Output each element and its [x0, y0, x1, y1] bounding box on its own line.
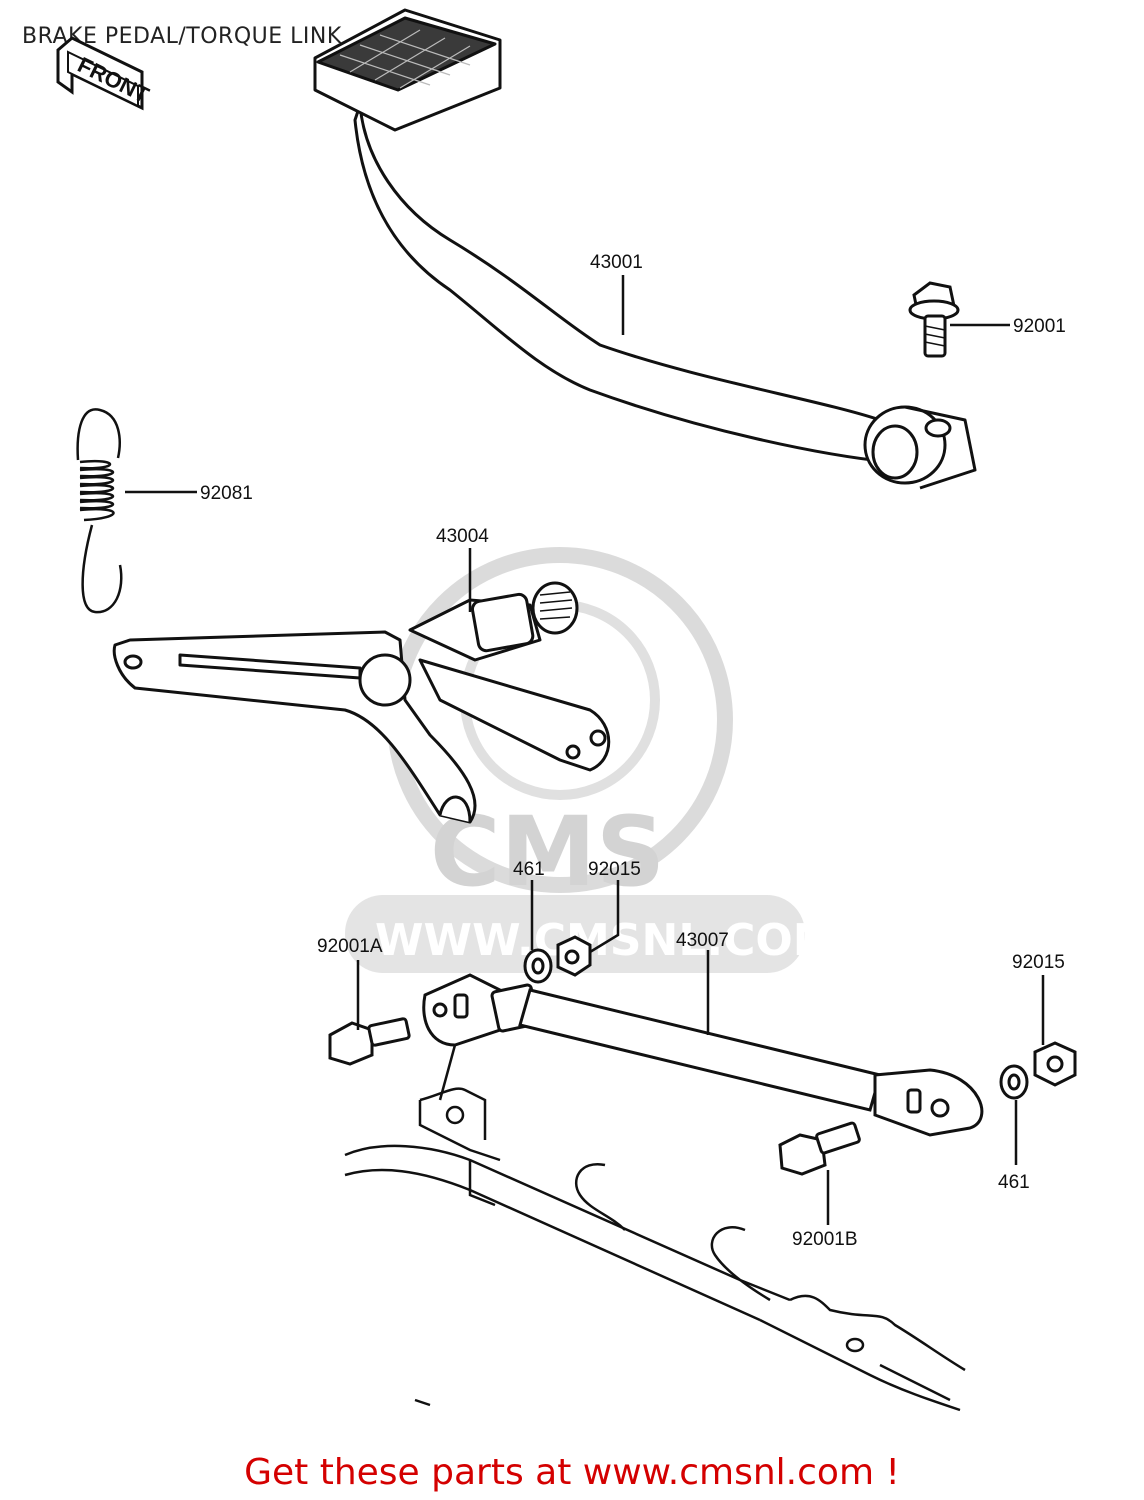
leader-lines [125, 275, 1045, 1225]
label-92015-left: 92015 [588, 859, 641, 880]
brake-pedal-43001 [313, 8, 977, 490]
nut-92015-left [556, 935, 592, 977]
label-92001B: 92001B [792, 1229, 858, 1250]
nut-92015-right [1033, 1041, 1077, 1087]
label-461-left: 461 [513, 859, 545, 880]
label-92081: 92081 [200, 483, 253, 504]
washer-461-left [523, 948, 553, 984]
label-43001: 43001 [590, 252, 643, 273]
label-92001: 92001 [1013, 316, 1066, 337]
return-spring-92081 [76, 408, 123, 614]
clevis-left [422, 973, 540, 1047]
washer-461-right [999, 1064, 1029, 1100]
swingarm-frame [344, 1087, 966, 1412]
label-461-right: 461 [998, 1172, 1030, 1193]
brake-lever-43004 [112, 581, 611, 824]
label-92001A: 92001A [317, 936, 383, 957]
clevis-right [873, 1068, 984, 1137]
bolt-92001B [778, 1121, 861, 1176]
label-43004: 43004 [436, 526, 489, 547]
label-43007: 43007 [676, 930, 729, 951]
part-labels: 43001 92001 92081 43004 461 92015 92001A… [200, 252, 1066, 1250]
bolt-92001A [328, 1017, 411, 1066]
footer-shop-link[interactable]: Get these parts at www.cmsnl.com ! [244, 1452, 900, 1493]
front-direction-marker: FRONT [56, 36, 153, 111]
bolt-92001 [908, 281, 960, 358]
watermark-site-text: WWW.CMSNL.COM [375, 915, 837, 966]
label-92015-right: 92015 [1012, 952, 1065, 973]
torque-link-rod-43007 [518, 988, 882, 1112]
